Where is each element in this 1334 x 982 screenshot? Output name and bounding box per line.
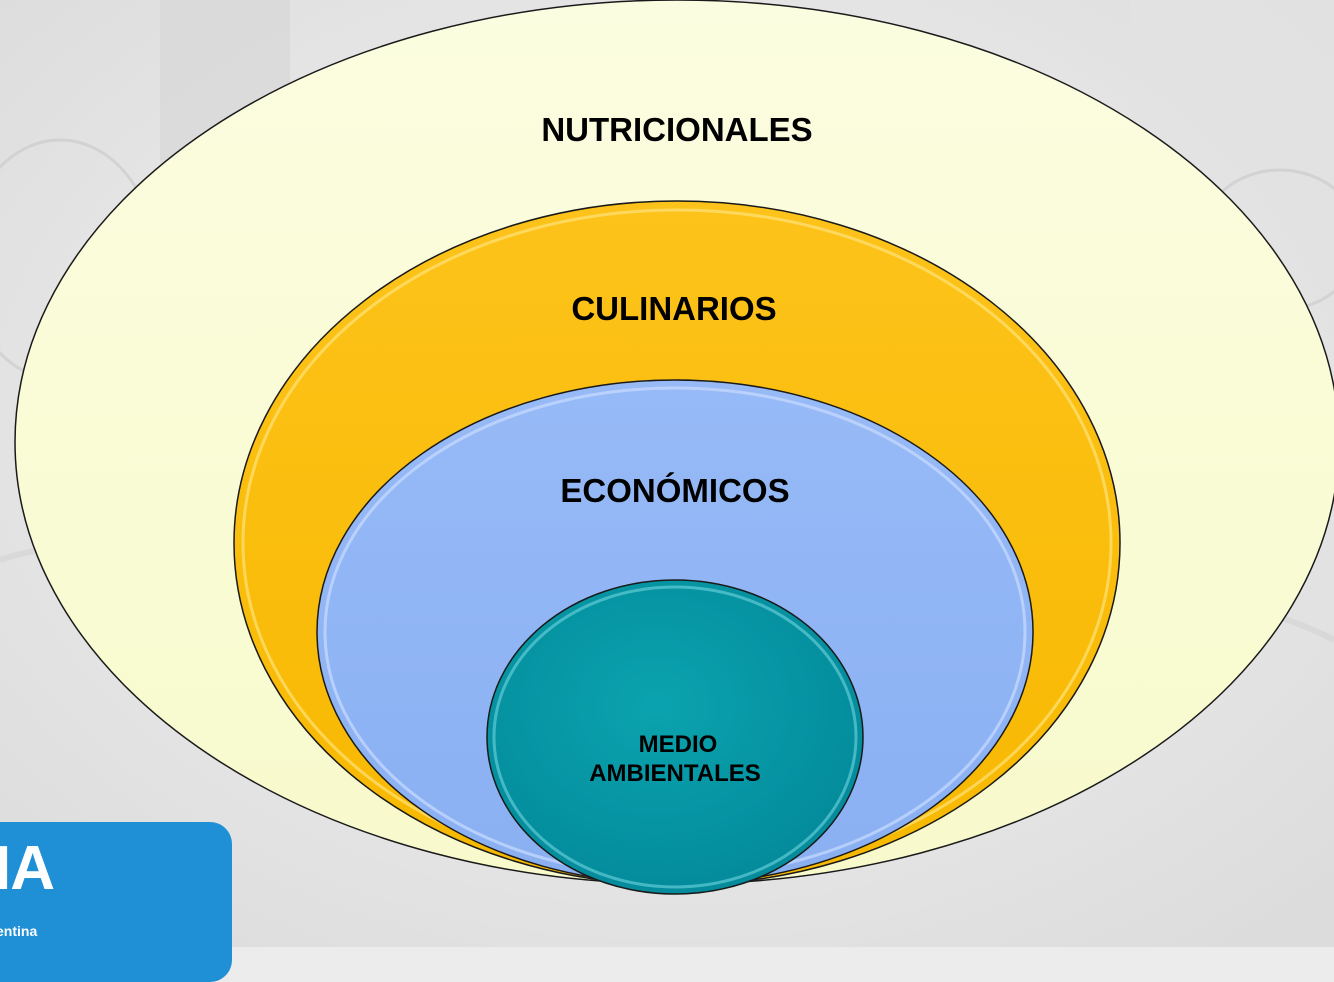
label-outer: NUTRICIONALES [541, 111, 812, 148]
label-core-line2: AMBIENTALES [589, 760, 761, 787]
logo-subtitle: entina [0, 923, 38, 939]
logo-letters: IA [0, 834, 55, 903]
ellipse-core [486, 579, 864, 895]
label-core-line1: MEDIO [639, 731, 718, 758]
label-second: CULINARIOS [571, 290, 776, 327]
nested-circles-diagram: NUTRICIONALES CULINARIOS ECONÓMICOS MEDI… [14, 0, 1334, 895]
layer-core: MEDIO AMBIENTALES [486, 579, 864, 895]
label-third: ECONÓMICOS [560, 472, 789, 509]
